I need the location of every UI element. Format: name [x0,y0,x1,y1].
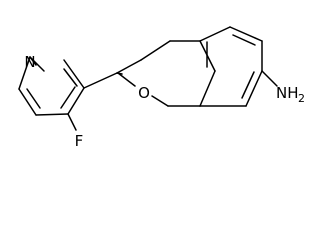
fluorine-label: F [75,132,84,150]
bond [18,56,31,90]
bond [63,59,85,89]
bond [67,87,85,115]
bond [18,88,37,116]
double-bond [63,68,78,87]
bond [67,113,77,131]
nitrogen-label: N [24,53,35,71]
bond [83,72,118,89]
bond [245,70,263,107]
double-bond [60,86,76,109]
bond [117,72,136,87]
double-bond [232,34,256,46]
bond [29,56,37,66]
benzene-ring [199,26,263,107]
chemical-structure-diagram: N O F NH 2 [18,26,304,150]
pyridine-ring [18,56,85,116]
bond [116,59,142,74]
amine-subscript: 2 [298,92,304,105]
bond [199,26,231,42]
amine-label: NH [276,84,299,102]
bond [199,70,216,107]
oxygen-label: O [138,84,150,102]
bond [229,26,263,42]
bond [151,95,169,107]
double-bond [26,88,41,109]
bond [261,70,278,87]
bond [140,40,171,61]
chroman-ring [116,40,216,107]
bond [35,113,69,116]
double-bond [241,71,255,99]
